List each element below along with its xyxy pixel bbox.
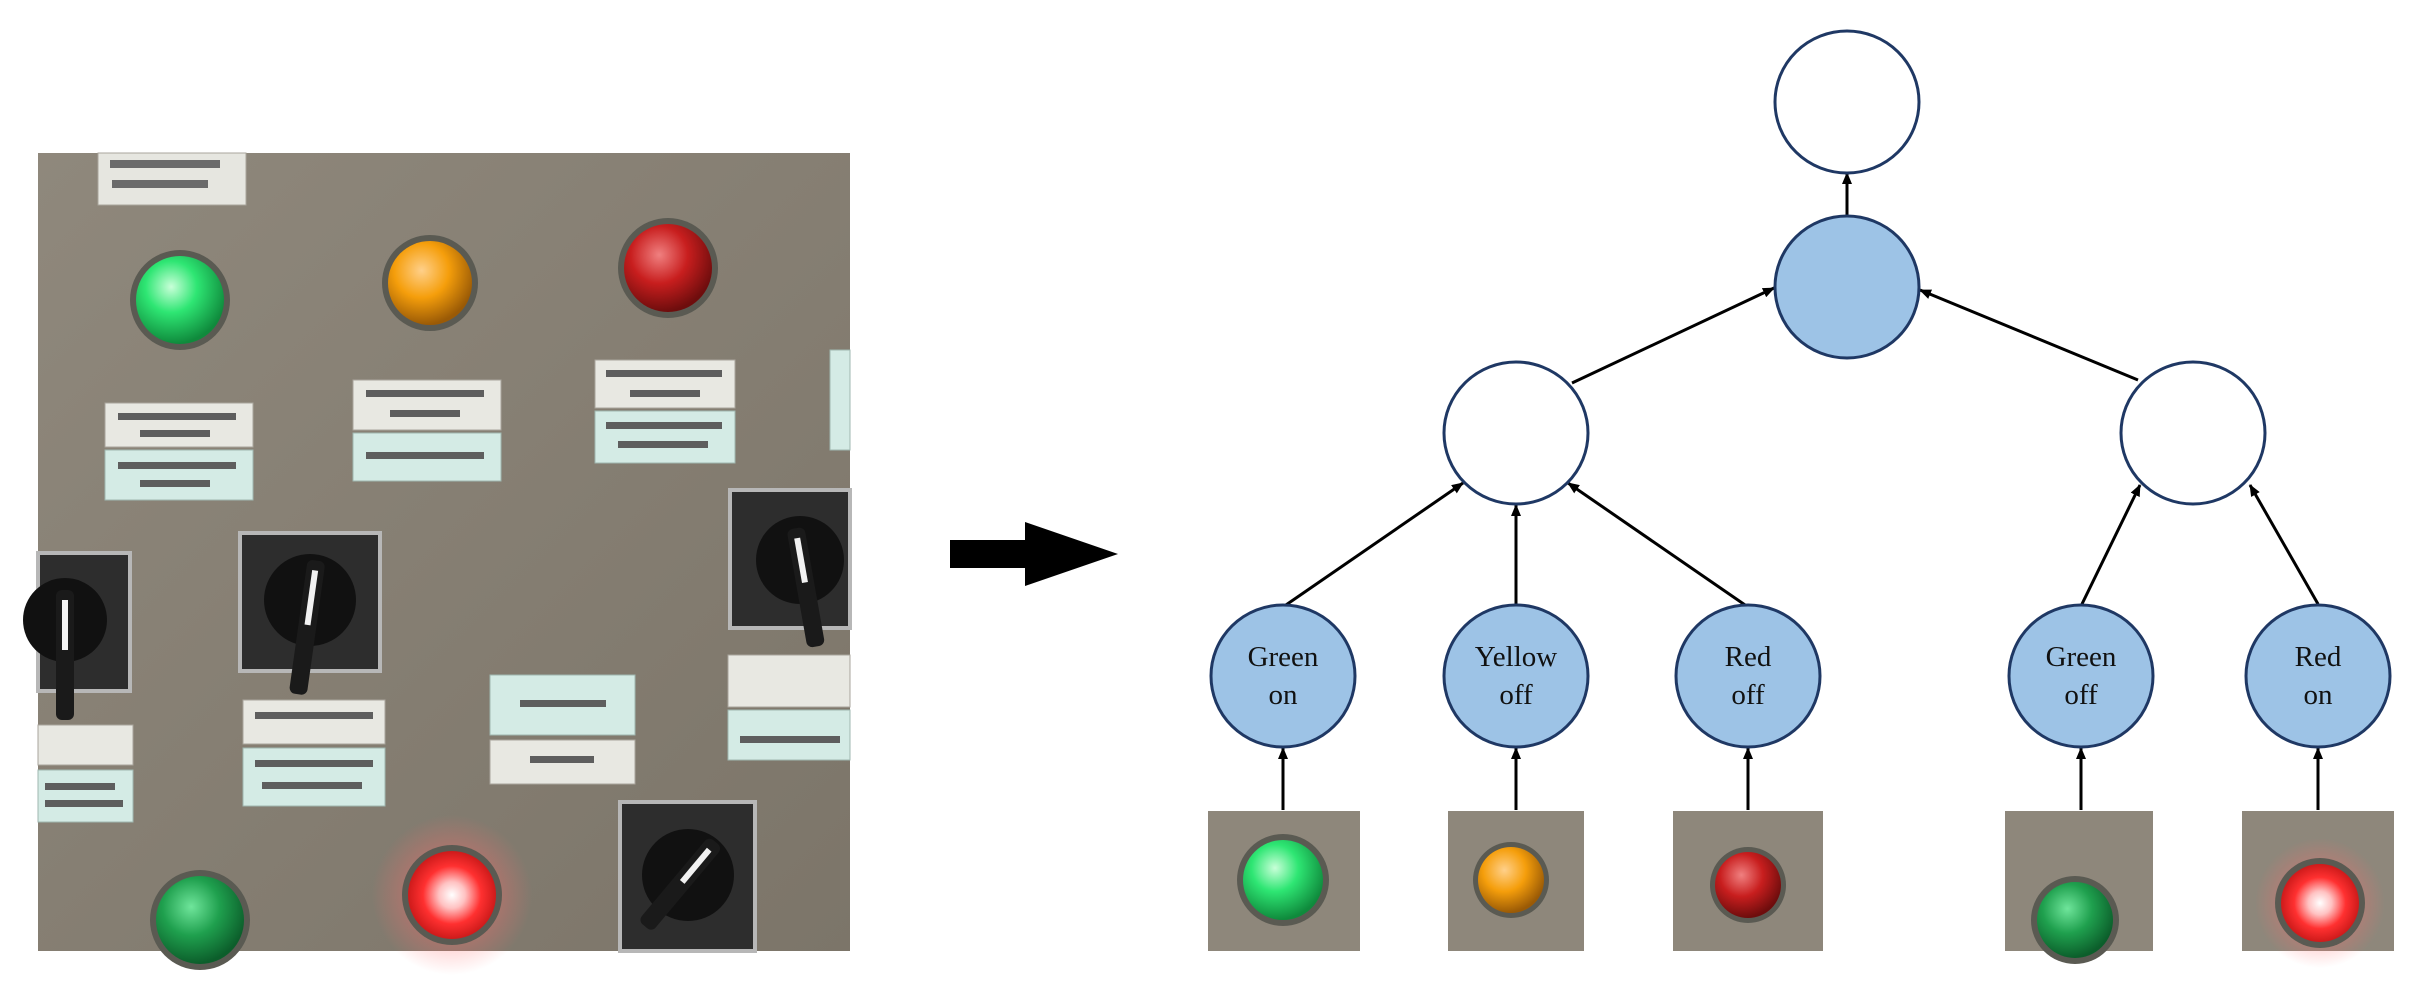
leaf-label-line2: off	[1731, 679, 1765, 711]
edge-arrow	[1567, 481, 1749, 609]
tree-diagram: Green on Yellow off Red off Green off Re…	[1208, 29, 2394, 968]
panel-label-plate	[727, 654, 851, 761]
yellow-lamp	[382, 235, 478, 331]
leaf-label-line2: on	[2304, 679, 2334, 711]
leaf-label-line1: Yellow	[1475, 641, 1558, 673]
panel-label-plate	[242, 699, 386, 807]
panel-label-plate	[489, 674, 636, 785]
edge-arrow	[2248, 484, 2320, 605]
green-lamp	[150, 870, 250, 970]
rotary-switch	[23, 551, 132, 720]
edge-arrow	[1919, 288, 2139, 382]
leaf-label-line2: off	[1499, 679, 1533, 711]
group-node-right	[2119, 360, 2267, 506]
lamp-thumbnail-red-off	[1673, 811, 1823, 951]
lamp-thumbnail-yellow-off	[1448, 811, 1584, 951]
group-node-left	[1442, 360, 1590, 506]
rotary-switch	[618, 800, 757, 953]
green-lamp	[130, 250, 230, 350]
leaf-label-line2: on	[1269, 679, 1299, 711]
leaf-label-line1: Red	[2295, 641, 2342, 673]
panel-label-plate	[104, 402, 254, 501]
rotary-switch	[728, 488, 852, 648]
panel-label-plate	[37, 724, 134, 823]
panel-label-plate	[352, 379, 502, 482]
lamp-thumbnail-green-on	[1208, 811, 1360, 951]
panel-label-plate	[97, 152, 247, 206]
edge-arrow	[1571, 286, 1775, 385]
leaf-node: Red on	[2244, 603, 2392, 749]
leaf-label-line1: Green	[1248, 641, 1319, 673]
lamp-thumbnail-green-off	[2005, 811, 2153, 964]
leaf-node: Green off	[2007, 603, 2155, 749]
tree-edges	[1278, 172, 2323, 810]
leaf-label-line1: Green	[2046, 641, 2117, 673]
root-node	[1773, 29, 1921, 175]
aggregate-node	[1773, 214, 1921, 360]
control-panel-photo	[23, 152, 852, 975]
leaf-label-line2: off	[2064, 679, 2098, 711]
leaf-label-line1: Red	[1725, 641, 1772, 673]
leaf-node: Red off	[1674, 603, 1822, 749]
panel-label-plate	[829, 349, 851, 451]
red-lamp-lit	[372, 815, 532, 975]
panel-label-plate	[594, 359, 736, 464]
leaf-node: Yellow off	[1442, 603, 1590, 749]
edge-arrow	[1282, 481, 1464, 609]
lamp-thumbnail-red-on	[2242, 811, 2394, 968]
edge-arrow	[2080, 484, 2142, 605]
red-lamp	[618, 218, 718, 318]
rotary-switch	[238, 531, 382, 695]
right-arrow-icon	[950, 522, 1118, 586]
leaf-node: Green on	[1209, 603, 1357, 749]
